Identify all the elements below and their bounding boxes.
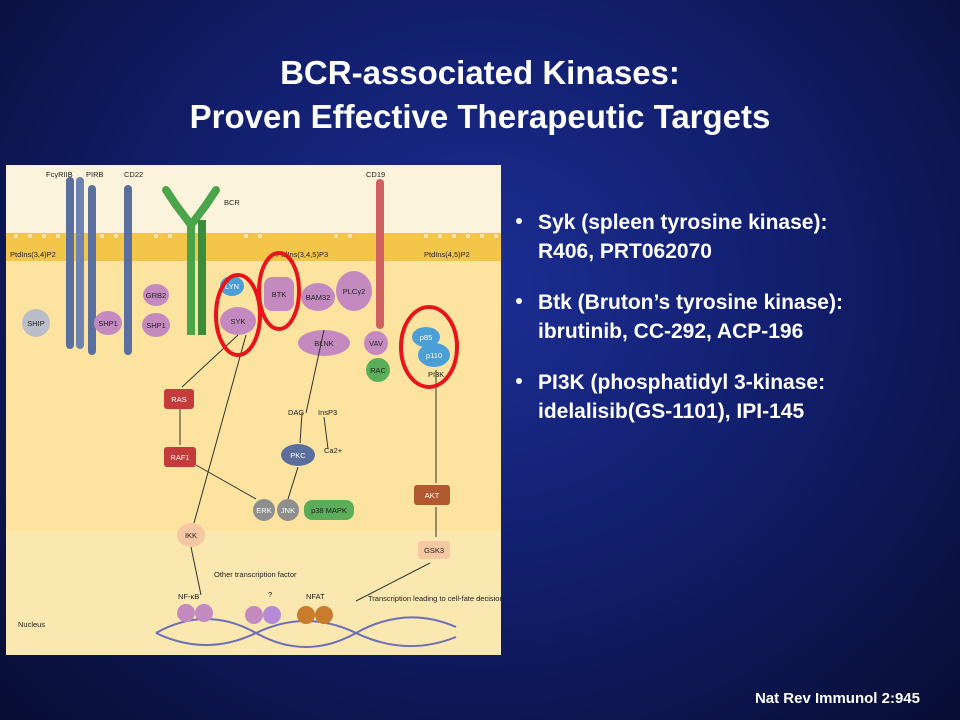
syk-highlight-circle [214,273,262,357]
label-pi45: PtdIns(4,5)P2 [424,250,470,259]
bullet-dot [516,298,522,304]
svg-text:GSK3: GSK3 [424,546,444,555]
svg-text:GRB2: GRB2 [146,291,166,300]
pathway-svg: FcγRIIB PIRB CD22 BCR CD19 PtdIns(3,4)P2… [6,165,501,655]
pkc-node: PKC [281,444,315,466]
bullet-btk-line1: Btk (Bruton’s tyrosine kinase): [538,291,843,314]
ikk-node: IKK [177,523,205,547]
label-cd22: CD22 [124,170,143,179]
svg-text:?: ? [268,590,272,599]
pirb-receptor [88,185,96,355]
citation: Nat Rev Immunol 2:945 [754,690,920,707]
label-insp3: InsP3 [318,408,337,417]
fcgr-receptor-strand [76,177,84,349]
label-transcription: Transcription leading to cell-fate decis… [368,594,501,603]
label-dag: DAG [288,408,304,417]
svg-text:p110: p110 [426,351,442,360]
svg-text:AKT: AKT [425,491,440,500]
svg-text:p85: p85 [420,333,433,342]
label-cd19: CD19 [366,170,385,179]
fcgr-receptor [66,177,74,349]
slide-title-line1: BCR-associated Kinases: [280,54,680,91]
grb2-node: GRB2 [143,284,169,306]
jnk-node: JNK [277,499,299,521]
svg-text:PKC: PKC [290,451,306,460]
svg-text:SHP1: SHP1 [98,319,118,328]
bullet-list: Syk (spleen tyrosine kinase): R406, PRT0… [516,208,956,448]
svg-text:RAF1: RAF1 [170,453,189,462]
svg-text:SHP1: SHP1 [146,321,166,330]
svg-text:SYK: SYK [230,317,245,326]
gsk3-node: GSK3 [418,541,450,559]
label-pi345: PtdIns(3,4,5)P3 [276,250,328,259]
erk-node: ERK [253,499,275,521]
p38-node: p38 MAPK [304,500,354,520]
bullet-syk: Syk (spleen tyrosine kinase): R406, PRT0… [516,208,956,266]
blnk-node: BLNK [298,330,350,356]
bullet-dot [516,378,522,384]
svg-text:PLCγ2: PLCγ2 [343,287,366,296]
svg-text:BLNK: BLNK [314,339,334,348]
akt-node: AKT [414,485,450,505]
vav-node: VAV [364,331,388,355]
label-pirb: PIRB [86,170,104,179]
svg-text:LYN: LYN [225,282,239,291]
svg-text:JNK: JNK [281,506,295,515]
svg-text:BAM32: BAM32 [306,293,331,302]
bullet-pi3k-line2: idelalisib(GS-1101), IPI-145 [538,400,805,423]
bullet-syk-line1: Syk (spleen tyrosine kinase): [538,211,828,234]
svg-text:BTK: BTK [272,290,287,299]
svg-text:NFAT: NFAT [306,592,325,601]
svg-text:SHIP: SHIP [27,319,45,328]
bullet-btk: Btk (Bruton’s tyrosine kinase): ibrutini… [516,288,956,346]
plcg2-node: PLCγ2 [336,271,372,311]
svg-text:p38 MAPK: p38 MAPK [311,506,347,515]
btk-node: BTK [264,277,294,311]
p85-node: p85 [412,327,440,347]
nfat-tf: NFAT [297,592,333,624]
syk-node: SYK [220,307,256,335]
other-tf: Other transcription factor ? [214,570,297,624]
shp1-node-a: SHP1 [94,311,122,335]
btk-highlight-circle [257,251,301,331]
p110-node: p110 [418,343,450,367]
label-bcr: BCR [224,198,240,207]
svg-text:Other transcription factor: Other transcription factor [214,570,297,579]
bam32-node: BAM32 [301,283,335,311]
svg-text:IKK: IKK [185,531,197,540]
label-nucleus: Nucleus [18,620,45,629]
svg-text:NF-κB: NF-κB [178,592,199,601]
bcr-signaling-diagram: FcγRIIB PIRB CD22 BCR CD19 PtdIns(3,4)P2… [6,165,501,655]
label-fcgr: FcγRIIB [46,170,73,179]
shp1-node-b: SHP1 [142,313,170,337]
svg-text:VAV: VAV [369,339,383,348]
bcr-receptor [162,186,220,335]
raf1-node: RAF1 [164,447,196,467]
bullet-btk-line2: ibrutinib, CC-292, ACP-196 [538,320,804,343]
bullet-dot [516,218,522,224]
slide-title-line2: Proven Effective Therapeutic Targets [189,98,771,135]
label-ca: Ca2+ [324,446,343,455]
svg-text:RAS: RAS [171,395,186,404]
rac-node: RAC [366,358,390,382]
pi3k-highlight-circle [399,305,459,389]
svg-text:RAC: RAC [370,366,386,375]
svg-text:ERK: ERK [256,506,271,515]
cd22-receptor [124,185,132,355]
nfkb-tf: NF-κB [177,592,213,622]
ship-node: SHIP [22,309,50,337]
bullet-pi3k: PI3K (phosphatidyl 3-kinase: idelalisib(… [516,368,956,426]
ras-node: RAS [164,389,194,409]
bullet-pi3k-line1: PI3K (phosphatidyl 3-kinase: [538,371,826,394]
cd19-receptor [376,179,384,329]
label-pi34: PtdIns(3,4)P2 [10,250,56,259]
bullet-syk-line2: R406, PRT062070 [538,240,712,263]
